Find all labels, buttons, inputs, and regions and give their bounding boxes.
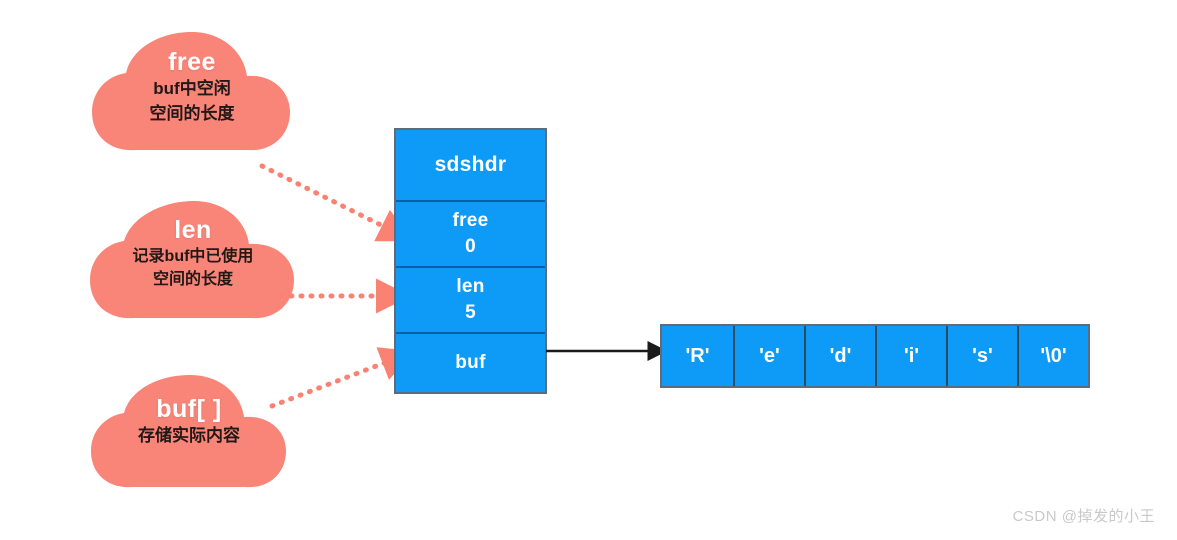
struct-row-len-label: len — [456, 276, 485, 297]
struct-row-free-label: free — [452, 210, 489, 231]
struct-row-buf-label: buf — [455, 352, 486, 373]
char-cell: '\0' — [1017, 326, 1088, 386]
solid-arrow-buf-pointer — [546, 341, 668, 361]
char-cell: 'd' — [804, 326, 875, 386]
char-cell: 's' — [946, 326, 1017, 386]
sdshdr-struct-box: sdshdr free 0 len 5 buf — [394, 128, 547, 394]
struct-row-sdshdr: sdshdr — [396, 130, 545, 200]
dotted-arrow-buf-to-box — [269, 347, 416, 409]
watermark-text: CSDN @掉发的小王 — [1012, 508, 1155, 525]
struct-row-len: len 5 — [396, 266, 545, 332]
cloud-shape-icon — [91, 375, 286, 488]
struct-row-len-value: 5 — [465, 302, 476, 323]
struct-row-free: free 0 — [396, 200, 545, 266]
dotted-arrow-free-to-box — [259, 163, 414, 242]
buf-character-array: 'R' 'e' 'd' 'i' 's' '\0' — [660, 324, 1090, 388]
struct-row-sdshdr-label: sdshdr — [434, 153, 507, 176]
cloud-shape-icon — [92, 32, 290, 151]
char-cell: 'i' — [875, 326, 946, 386]
struct-row-free-value: 0 — [465, 236, 476, 257]
cloud-shape-icon — [90, 201, 294, 319]
dotted-arrow-len-to-box — [278, 278, 411, 314]
cloud-callout-buf: buf[ ] 存储实际内容 — [86, 370, 292, 512]
char-cell: 'e' — [733, 326, 804, 386]
char-cell: 'R' — [662, 326, 733, 386]
struct-row-buf: buf — [396, 332, 545, 392]
cloud-callout-free: free buf中空闲 空间的长度 — [88, 26, 296, 181]
